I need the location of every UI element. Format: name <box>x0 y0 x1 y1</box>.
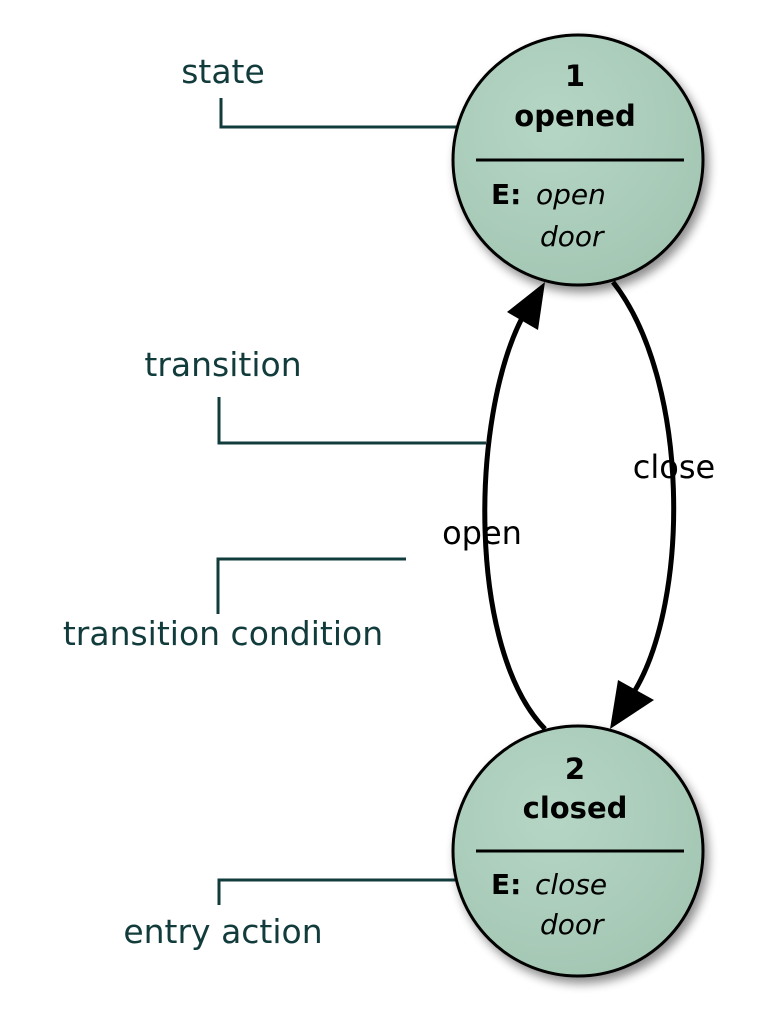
entry-action-prefix: E: <box>491 178 521 211</box>
state-leader-line <box>219 98 460 129</box>
transition-leader-line <box>217 397 486 445</box>
state-name: closed <box>523 791 628 825</box>
entry-action-text-line1: close <box>535 868 607 901</box>
transition-close-arrowhead <box>610 680 654 729</box>
entry-action-leader-line <box>217 878 455 905</box>
state-number: 1 <box>565 59 585 93</box>
entry-action-prefix: E: <box>491 868 521 901</box>
entry-action-text-line2: door <box>540 908 605 941</box>
transition-condition-leader-line <box>216 557 406 614</box>
state-name: opened <box>514 99 635 133</box>
transition-open-edge <box>482 316 547 731</box>
transition-close-label: close <box>633 448 715 486</box>
transition-open-arrowhead <box>507 282 545 330</box>
state-callout-label: state <box>181 52 265 91</box>
entry-action-callout-label: entry action <box>123 912 322 951</box>
transition-callout-label: transition <box>144 345 301 384</box>
transition-close-edge <box>611 280 677 694</box>
state-node-opened: 1 opened E: open door <box>451 33 705 287</box>
state-node-closed: 2 closed E: close door <box>451 724 705 978</box>
transition-condition-callout-label: transition condition <box>63 614 383 653</box>
transition-open-label: open <box>442 514 522 552</box>
state-number: 2 <box>565 752 585 786</box>
entry-action-text-line1: open <box>536 178 606 211</box>
entry-action-text-line2: door <box>540 220 605 253</box>
